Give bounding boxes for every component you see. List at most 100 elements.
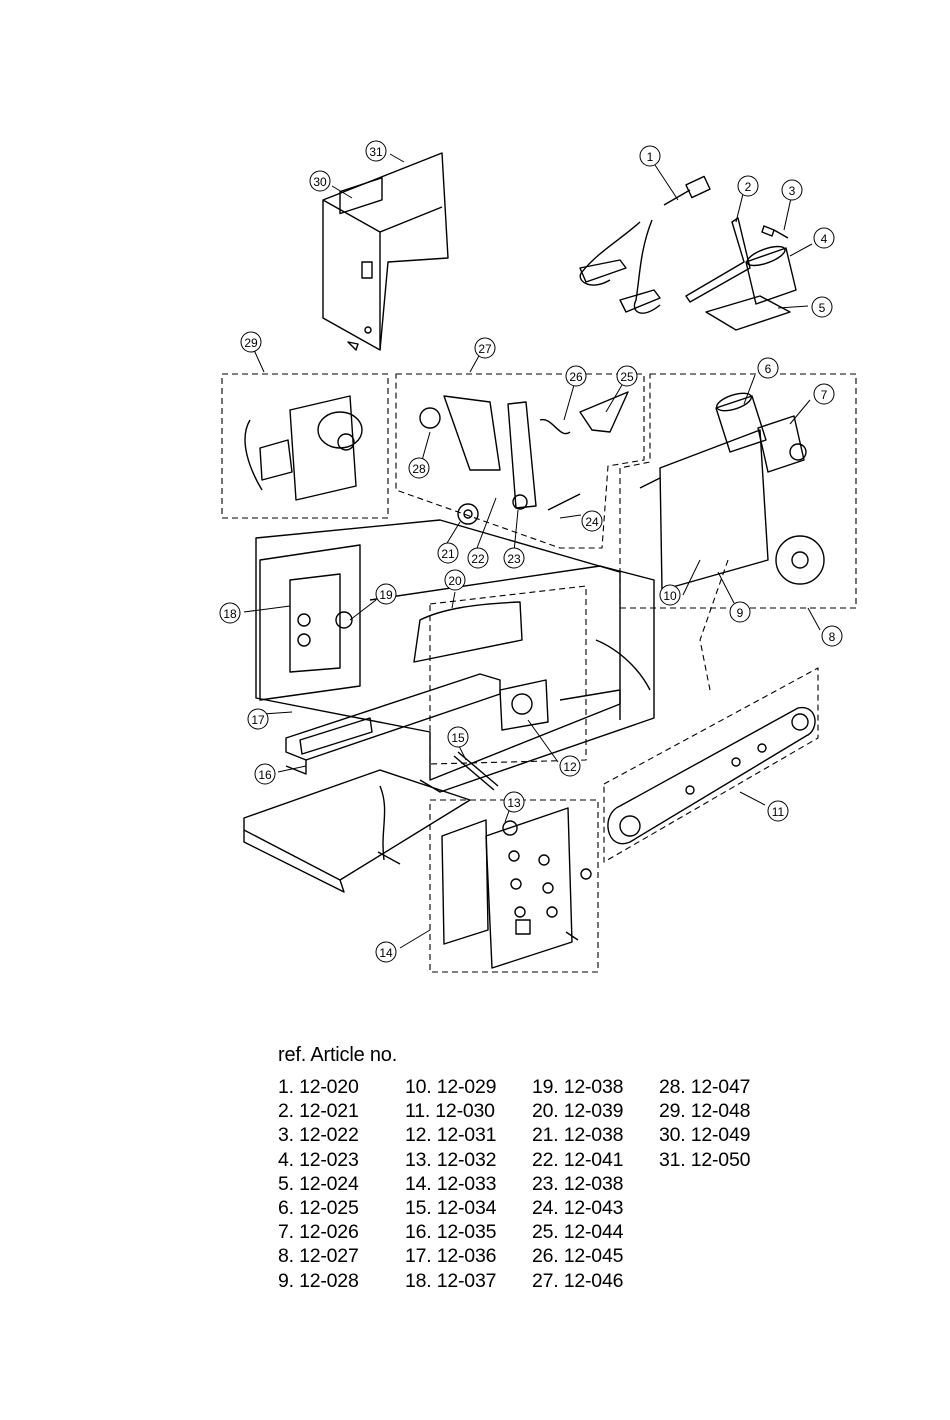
callout-7: 7 xyxy=(813,383,835,405)
callout-21: 21 xyxy=(437,542,459,564)
svg-text:28: 28 xyxy=(412,462,426,476)
callout-15: 15 xyxy=(447,726,469,748)
svg-text:13: 13 xyxy=(507,796,521,810)
main-chassis xyxy=(255,519,655,793)
callout-24: 24 xyxy=(581,510,603,532)
leader-lines xyxy=(243,153,821,949)
svg-text:10: 10 xyxy=(663,589,677,603)
parts-list-item: 5. 12-024 xyxy=(278,1172,359,1195)
svg-text:12: 12 xyxy=(563,760,577,774)
assembly-box-29 xyxy=(221,373,389,519)
flat-plate xyxy=(705,295,791,331)
svg-text:2: 2 xyxy=(745,180,752,194)
callout-2: 2 xyxy=(737,175,759,197)
parts-list-item: 15. 12-034 xyxy=(405,1197,497,1220)
parts-list-item: 3. 12-022 xyxy=(278,1124,359,1147)
parts-list-item: 14. 12-033 xyxy=(405,1172,497,1195)
assembly-box-27 xyxy=(395,373,645,549)
belt-bar xyxy=(607,707,816,845)
callout-5: 5 xyxy=(811,296,833,318)
callout-10: 10 xyxy=(659,584,681,606)
callout-30: 30 xyxy=(309,170,331,192)
callout-31: 31 xyxy=(365,140,387,162)
callout-29: 29 xyxy=(240,331,262,353)
control-panel-assembly xyxy=(441,807,592,969)
parts-list-item: 11. 12-030 xyxy=(405,1100,495,1123)
parts-list-item: 8. 12-027 xyxy=(278,1245,359,1268)
callout-17: 17 xyxy=(247,708,269,730)
callout-1: 1 xyxy=(639,145,661,167)
callout-6: 6 xyxy=(757,357,779,379)
parts-list-item: 19. 12-038 xyxy=(532,1076,624,1098)
parts-column-3: 19. 12-038 20. 12-039 21. 12-038 22. 12-… xyxy=(532,1075,659,1293)
small-screw xyxy=(761,225,789,239)
parts-list-item: 21. 12-038 xyxy=(532,1124,624,1147)
knob xyxy=(502,820,518,836)
parts-column-2: 10. 12-029 11. 12-030 12. 12-031 13. 12-… xyxy=(405,1075,532,1293)
svg-text:5: 5 xyxy=(819,301,826,315)
svg-text:20: 20 xyxy=(448,574,462,588)
svg-text:27: 27 xyxy=(478,342,492,356)
parts-list-item: 12. 12-031 xyxy=(405,1124,497,1147)
svg-text:24: 24 xyxy=(585,515,599,529)
hex-key xyxy=(685,217,751,303)
assembly-box-11 xyxy=(603,667,819,863)
callout-27: 27 xyxy=(474,337,496,359)
callout-25: 25 xyxy=(616,365,638,387)
parts-column-1: 1. 12-020 2. 12-021 3. 12-022 4. 12-023 … xyxy=(278,1075,405,1293)
parts-list-item: 6. 12-025 xyxy=(278,1197,359,1220)
callout-16: 16 xyxy=(254,763,276,785)
svg-text:31: 31 xyxy=(369,145,383,159)
callout-4: 4 xyxy=(813,227,835,249)
parts-list-item: 27. 12-046 xyxy=(532,1269,624,1292)
callout-3: 3 xyxy=(781,179,803,201)
svg-text:1: 1 xyxy=(647,150,654,164)
callout-20: 20 xyxy=(444,569,466,591)
motor-assembly xyxy=(244,395,363,501)
parts-list-item: 10. 12-029 xyxy=(405,1076,497,1098)
callout-22: 22 xyxy=(467,547,489,569)
svg-text:8: 8 xyxy=(829,630,836,644)
svg-text:11: 11 xyxy=(772,805,785,819)
svg-text:21: 21 xyxy=(441,547,455,561)
callout-23: 23 xyxy=(503,547,525,569)
parts-column-4: 28. 12-047 29. 12-048 30. 12-049 31. 12-… xyxy=(659,1075,786,1293)
svg-text:6: 6 xyxy=(765,362,772,376)
parts-list-item: 22. 12-041 xyxy=(532,1148,624,1171)
cover-enclosure xyxy=(322,152,449,351)
cylinder-part xyxy=(745,245,797,305)
callout-9: 9 xyxy=(729,601,751,623)
svg-text:4: 4 xyxy=(821,232,828,246)
parts-list-item: 18. 12-037 xyxy=(405,1269,497,1292)
flexible-cable xyxy=(699,559,729,691)
svg-text:16: 16 xyxy=(258,768,272,782)
parts-list-item: 29. 12-048 xyxy=(659,1100,751,1123)
parts-list-item: 20. 12-039 xyxy=(532,1100,624,1123)
svg-text:3: 3 xyxy=(789,184,796,198)
parts-list-item: 9. 12-028 xyxy=(278,1269,359,1292)
parts-list-item: 25. 12-044 xyxy=(532,1221,624,1244)
callout-13: 13 xyxy=(503,791,525,813)
parts-list-item: 28. 12-047 xyxy=(659,1076,751,1098)
parts-list-item: 30. 12-049 xyxy=(659,1124,751,1147)
callout-28: 28 xyxy=(408,457,430,479)
svg-text:9: 9 xyxy=(737,606,744,620)
parts-list-item: 23. 12-038 xyxy=(532,1172,624,1195)
parts-list-item: 24. 12-043 xyxy=(532,1197,624,1220)
exploded-parts-diagram: 1 2 3 4 5 6 7 8 9 10 11 12 13 14 15 16 1… xyxy=(219,140,857,973)
callout-19: 19 xyxy=(375,583,397,605)
callout-11: 11 xyxy=(767,800,789,822)
parts-list: ref. Article no. 1. 12-020 2. 12-021 3. … xyxy=(278,1044,838,1293)
base-plate xyxy=(243,673,501,893)
parts-list-title: ref. Article no. xyxy=(278,1044,398,1066)
svg-text:22: 22 xyxy=(471,552,485,566)
parts-list-item: 13. 12-032 xyxy=(405,1148,497,1171)
motor-plate-assembly xyxy=(639,392,825,591)
callout-labels: 1 2 3 4 5 6 7 8 9 10 11 12 13 14 15 16 1… xyxy=(219,140,843,963)
parts-list-item: 7. 12-026 xyxy=(278,1221,359,1244)
svg-text:17: 17 xyxy=(251,713,265,727)
callout-18: 18 xyxy=(219,602,241,624)
svg-text:30: 30 xyxy=(313,175,327,189)
cable-harness xyxy=(579,175,711,314)
parts-list-item: 16. 12-035 xyxy=(405,1221,497,1244)
